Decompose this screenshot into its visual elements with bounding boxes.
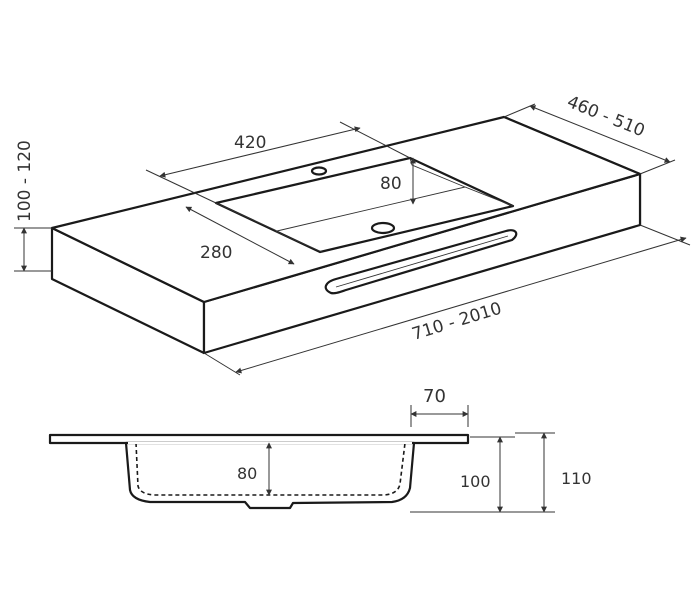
section-basin-depth-label: 80 — [237, 464, 257, 483]
length-dim-line — [235, 236, 687, 374]
section-inner-height-label: 100 — [460, 472, 491, 491]
isometric-view: 460 - 510 420 80 280 100 - 120 710 - 201… — [14, 92, 691, 376]
section-bowl — [124, 441, 416, 510]
basin-width-label: 420 — [234, 133, 266, 153]
depth-range-label: 460 - 510 — [564, 92, 647, 141]
height-range-label: 100 - 120 — [15, 140, 35, 222]
basin-length-label: 280 — [200, 243, 232, 263]
basin-width-ext-a — [145, 169, 217, 204]
section-total-height-label: 110 — [561, 469, 592, 488]
depth-dim-line — [529, 105, 671, 163]
drain-icon — [370, 221, 396, 235]
rim-width-label: 70 — [423, 386, 446, 407]
length-ext-a — [203, 352, 241, 376]
length-range-label: 710 - 2010 — [410, 299, 504, 345]
length-ext-b — [639, 224, 691, 246]
section-view: 70 80 100 110 — [48, 386, 592, 513]
basin-width-dim-line — [159, 126, 361, 178]
basin-depth-top-label: 80 — [380, 174, 402, 194]
section-top-slab — [48, 433, 470, 445]
